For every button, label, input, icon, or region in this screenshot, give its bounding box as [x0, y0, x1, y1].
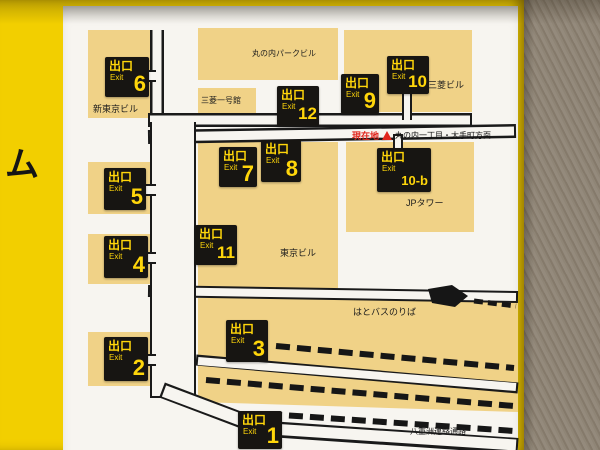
exit-number: 8 — [285, 156, 298, 181]
exit-label-jp: 出口 — [223, 149, 248, 163]
bus-platform-dashes — [205, 298, 517, 434]
building-label-park: 丸の内パークビル — [252, 49, 316, 58]
exit-label-en: Exit — [109, 353, 123, 362]
current-location-triangle-icon — [382, 131, 393, 140]
exit-label-jp: 出口 — [242, 413, 267, 427]
exit-label-en: Exit — [110, 73, 124, 82]
exit-4-sign: 出口 Exit 4 — [104, 236, 148, 278]
landmark-block — [428, 285, 468, 307]
exit-label-en: Exit — [243, 427, 257, 436]
exit-label-jp: 出口 — [230, 322, 255, 336]
exit-label-jp: 出口 — [265, 142, 290, 156]
exit-number: 9 — [363, 88, 376, 113]
exit-3-sign: 出口 Exit 3 — [226, 320, 268, 362]
exit-6-sign: 出口 Exit 6 — [105, 57, 149, 97]
exit-number: 1 — [266, 423, 279, 448]
exit-label-en: Exit — [266, 156, 280, 165]
exit-label-jp: 出口 — [109, 59, 134, 73]
building-label-shintokyo: 新東京ビル — [93, 104, 139, 114]
direction-label: 丸の内一丁目・大手町方面 — [395, 131, 492, 140]
roads — [140, 28, 519, 450]
exit-11-sign: 出口 Exit 11 — [195, 225, 237, 265]
exit-label-jp: 出口 — [108, 170, 133, 184]
wall-background — [518, 0, 600, 450]
exit-5-sign: 出口 Exit 5 — [104, 168, 146, 210]
building-ichigokan — [198, 88, 256, 116]
building-label-jptower: JPタワー — [406, 198, 444, 208]
exit-number: 7 — [241, 161, 254, 186]
building-label-hatobus: はとバスのりば — [353, 307, 417, 317]
exit-label-en: Exit — [224, 163, 238, 172]
building-label-tokyo: 東京ビル — [280, 248, 317, 258]
exit-number: 12 — [298, 104, 317, 123]
exit-label-jp: 出口 — [381, 150, 406, 164]
exit-10b-sign: 出口 Exit 10-b — [377, 148, 431, 192]
exit-number: 4 — [132, 252, 145, 277]
sign-side-text: ム — [5, 146, 39, 184]
exit-label-en: Exit — [109, 184, 123, 193]
exit-number: 6 — [133, 71, 146, 96]
building-label-ichigokan: 三菱一号館 — [201, 96, 241, 105]
exit-2-sign: 出口 Exit 2 — [104, 337, 148, 381]
exit-number: 10 — [408, 72, 427, 91]
exit-label-en: Exit — [109, 252, 123, 261]
exit-label-en: Exit — [200, 241, 214, 250]
exit-label-en: Exit — [346, 90, 360, 99]
exit-10-sign: 出口 Exit 10 — [387, 56, 429, 94]
exit-number: 5 — [130, 184, 143, 209]
current-location-marker: 現在地 丸の内一丁目・大手町方面 — [352, 129, 491, 142]
exit-label-en: Exit — [282, 102, 296, 111]
exit-number: 2 — [132, 355, 145, 380]
building-label-mitsubishi: 三菱ビル — [428, 80, 465, 90]
exit-number: 11 — [217, 243, 235, 262]
exit-number: 3 — [252, 336, 265, 361]
exit-label-jp: 出口 — [391, 58, 416, 72]
exit-7-sign: 出口 Exit 7 — [219, 147, 257, 187]
current-location-label: 現在地 — [352, 131, 380, 141]
building-park — [198, 28, 338, 80]
exit-8-sign: 出口 Exit 8 — [261, 140, 301, 182]
building-label-yaesu: 八重洲連絡通路 — [410, 427, 466, 436]
exit-12-sign: 出口 Exit 12 — [277, 86, 319, 126]
exit-number: 10-b — [401, 173, 428, 188]
exit-label-en: Exit — [392, 72, 406, 81]
exit-9-sign: 出口 Exit 9 — [341, 74, 379, 114]
exit-label-jp: 出口 — [281, 88, 306, 102]
exit-label-jp: 出口 — [199, 227, 224, 241]
exit-label-en: Exit — [382, 164, 396, 173]
exit-1-sign: 出口 Exit 1 — [238, 411, 282, 449]
exit-label-jp: 出口 — [108, 238, 133, 252]
exit-label-jp: 出口 — [108, 339, 133, 353]
exit-label-jp: 出口 — [345, 76, 370, 90]
exit-label-en: Exit — [231, 336, 245, 345]
